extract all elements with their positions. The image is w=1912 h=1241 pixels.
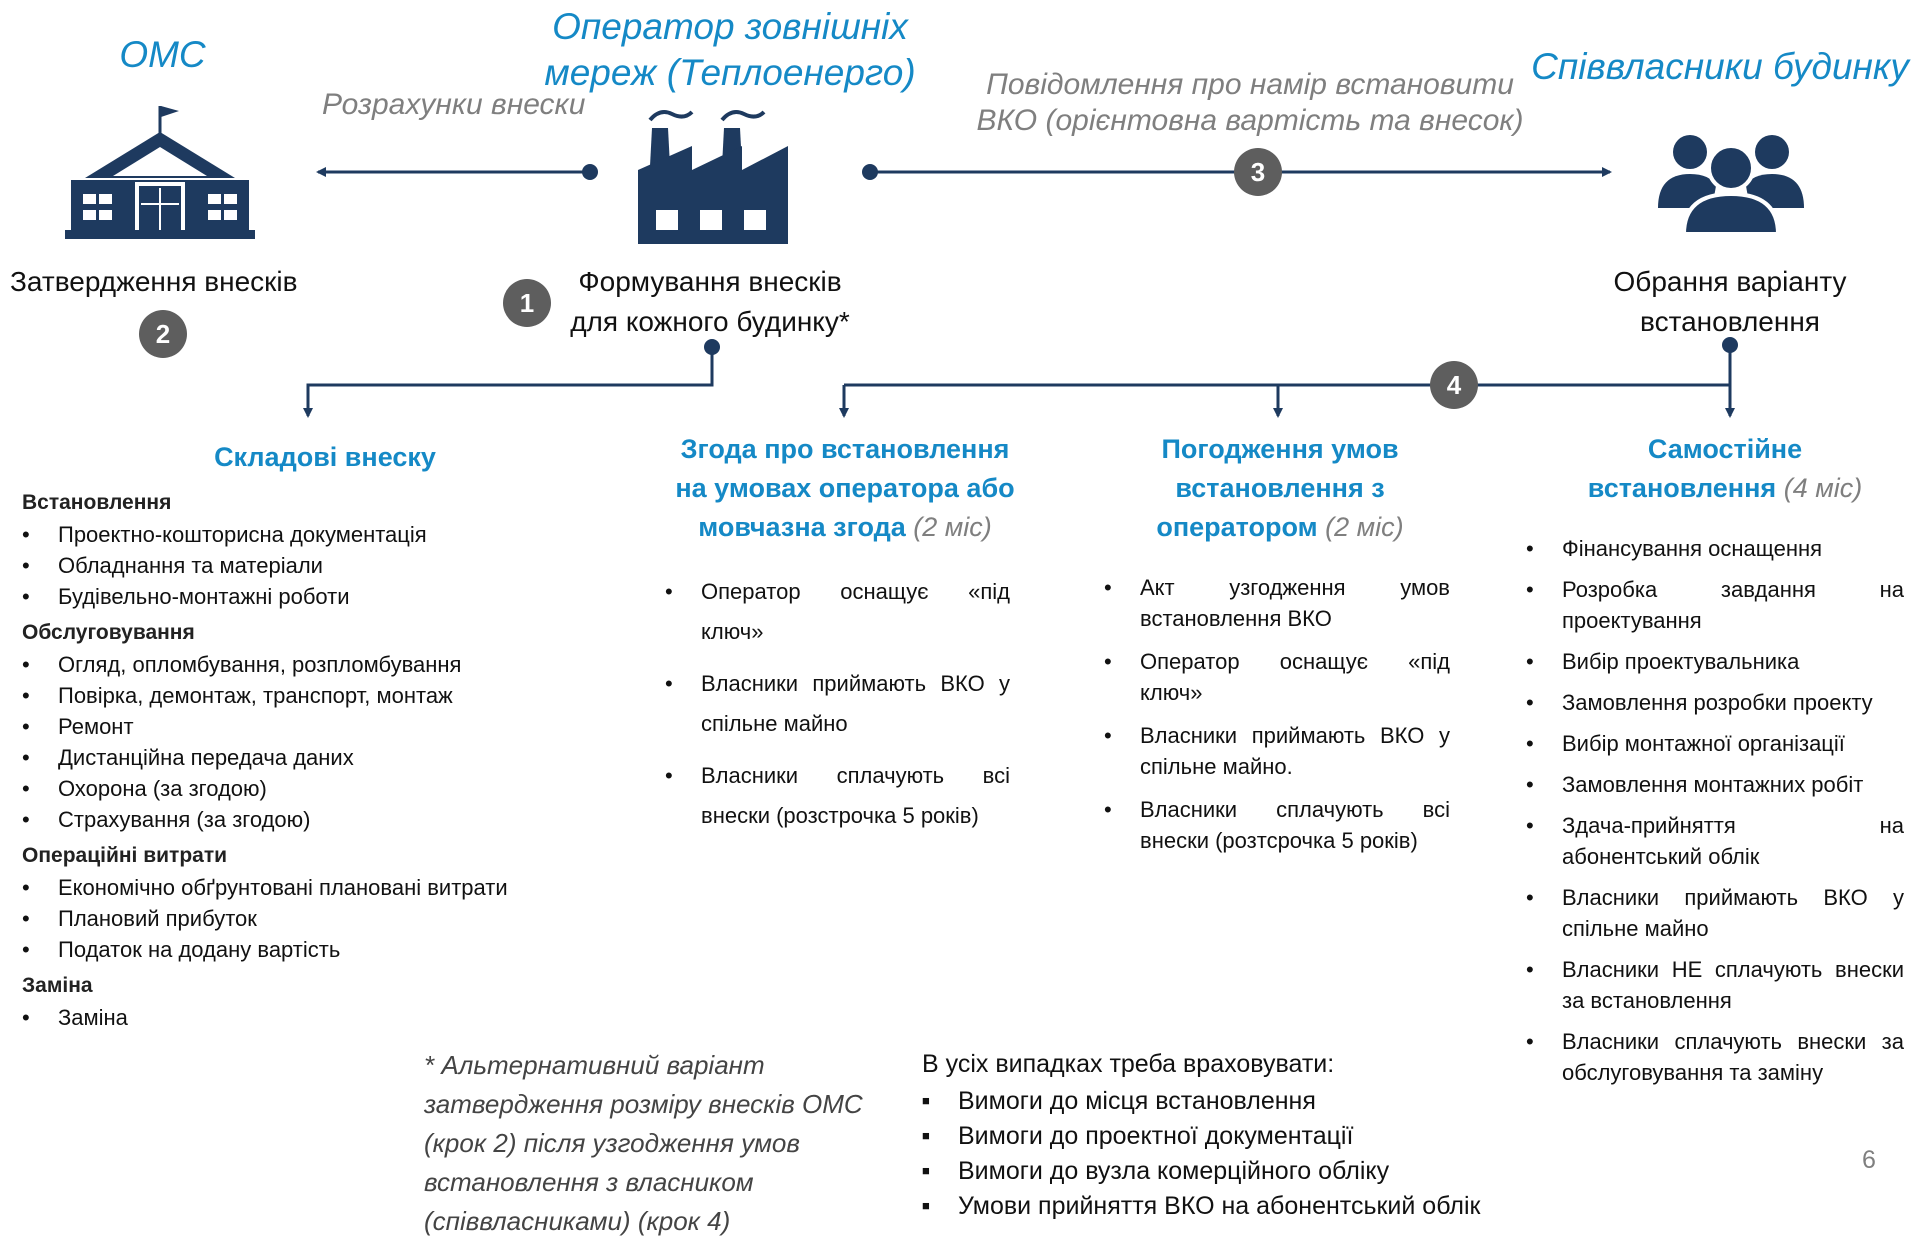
option3-title-line1: Самостійне [1647,434,1803,464]
option3-list: Фінансування оснащення Розробка завдання… [1526,533,1904,1088]
list-item: Огляд, опломбування, розпломбування [22,649,582,680]
option3-title: Самостійне встановлення (4 міс) [1540,430,1910,508]
list-item: Власники приймають ВКО у спільне майно [665,664,1010,744]
operator-label-line1: Формування внесків [578,266,842,297]
list-item: Вибір монтажної організації [1526,728,1904,759]
operator-title-line2: мереж (Теплоенерго) [544,52,916,93]
list-item: Ремонт [22,711,582,742]
option2-duration: (2 міс) [1325,512,1404,542]
list-item: Власники НЕ сплачують внески за встановл… [1526,954,1904,1016]
government-building-icon [65,106,255,239]
page-number: 6 [1862,1146,1876,1174]
step-badge-3: 3 [1234,148,1282,196]
component-group-items: Огляд, опломбування, розпломбування Пові… [22,649,582,835]
component-group-name: Операційні витрати [22,844,228,867]
list-item: Плановий прибуток [22,903,582,934]
option2-title-line3: оператором [1156,512,1318,542]
list-item: Будівельно-монтажні роботи [22,581,582,612]
component-group-items: Економічно обґрунтовані плановані витрат… [22,872,582,965]
option2-title-line2: встановлення з [1175,473,1385,503]
list-item: Власники сплачують всі внески (розстрочк… [665,756,1010,836]
step-badge-1: 1 [503,279,551,327]
list-item: Здача-прийняття на абонентський облік [1526,810,1904,872]
component-group-name: Заміна [22,974,93,997]
option1-list: Оператор оснащує «під ключ» Власники при… [665,572,1010,836]
list-item: Акт узгодження умов встановлення ВКО [1104,572,1450,634]
list-item: Власники приймають ВКО у спільне майно. [1104,720,1450,782]
to-omc-caption: Розрахунки внески [322,88,586,121]
arrow-to-components [303,347,714,418]
to-owners-caption-line1: Повідомлення про намір встановити [986,68,1514,101]
list-item: Проектно-кошторисна документація [22,519,582,550]
component-group-items: Заміна [22,1002,582,1033]
list-item: Економічно обґрунтовані плановані витрат… [22,872,582,903]
owners-label-line2: встановлення [1640,306,1820,337]
list-item: Вимоги до місця встановлення [922,1083,1480,1119]
factory-icon [638,110,788,244]
to-owners-caption-line2: ВКО (орієнтовна вартість та внесок) [976,104,1524,137]
list-item: Заміна [22,1002,582,1033]
option2-list: Акт узгодження умов встановлення ВКО Опе… [1104,572,1450,856]
people-group-icon [1658,135,1804,234]
list-item: Фінансування оснащення [1526,533,1904,564]
list-item: Власники приймають ВКО у спільне майно [1526,882,1904,944]
option2-title-line1: Погодження умов [1161,434,1399,464]
operator-title-line1: Оператор зовнішніх [552,6,908,47]
list-item: Оператор оснащує «під ключ» [1104,646,1450,708]
list-item: Замовлення монтажних робіт [1526,769,1904,800]
footnote-line4: встановлення з власником [424,1167,754,1197]
list-item: Замовлення розробки проекту [1526,687,1904,718]
option1-duration: (2 міс) [913,512,992,542]
omc-title: ОМС [119,34,206,75]
list-item: Страхування (за згодою) [22,804,582,835]
list-item: Власники сплачують внески за обслуговува… [1526,1026,1904,1088]
list-item: Охорона (за згодою) [22,773,582,804]
footnote-line1: * Альтернативний варіант [424,1050,765,1080]
option2-title: Погодження умов встановлення з операторо… [1080,430,1480,547]
components-title: Складові внеску [214,442,436,472]
list-item: Оператор оснащує «під ключ» [665,572,1010,652]
owners-label-line1: Обрання варіанту [1613,266,1847,297]
list-item: Дистанційна передача даних [22,742,582,773]
requirements-title: В усіх випадках треба враховувати: [922,1050,1335,1078]
list-item: Вимоги до проектної документації [922,1118,1480,1154]
list-item: Вибір проектувальника [1526,646,1904,677]
components-list: Встановлення Проектно-кошторисна докумен… [22,482,582,1033]
step-badge-4: 4 [1430,361,1478,409]
list-item: Розробка завдання на проектування [1526,574,1904,636]
owners-title: Співвласники будинку [1531,46,1909,87]
list-item: Обладнання та матеріали [22,550,582,581]
component-group-items: Проектно-кошторисна документація Обладна… [22,519,582,612]
list-item: Умови прийняття ВКО на абонентський облі… [922,1188,1480,1224]
operator-label-line2: для кожного будинку* [570,306,850,337]
option1-title-line3: мовчазна згода [698,512,906,542]
option1-title-line2: на умовах оператора або [675,473,1015,503]
option3-title-line2: встановлення [1587,473,1777,503]
list-item: Вимоги до вузла комерційного обліку [922,1153,1480,1189]
footnote-line5: (співвласниками) (крок 4) [424,1206,731,1236]
list-item: Податок на додану вартість [22,934,582,965]
option1-title: Згода про встановлення на умовах операто… [640,430,1050,547]
footnote-line3: (крок 2) після узгодження умов [424,1128,800,1158]
step-badge-2: 2 [139,310,187,358]
footnote: * Альтернативний варіант затвердження ро… [424,1046,863,1241]
list-item: Повірка, демонтаж, транспорт, монтаж [22,680,582,711]
option1-title-line1: Згода про встановлення [680,434,1010,464]
omc-label: Затвердження внесків [10,266,298,297]
option3-duration: (4 міс) [1783,473,1863,503]
footnote-line2: затвердження розміру внесків ОМС [424,1089,863,1119]
component-group-name: Встановлення [22,491,172,514]
component-group-name: Обслуговування [22,621,195,644]
list-item: Власники сплачують всі внески (розтсрочк… [1104,794,1450,856]
requirements-list: Вимоги до місця встановлення Вимоги до п… [922,1083,1480,1224]
